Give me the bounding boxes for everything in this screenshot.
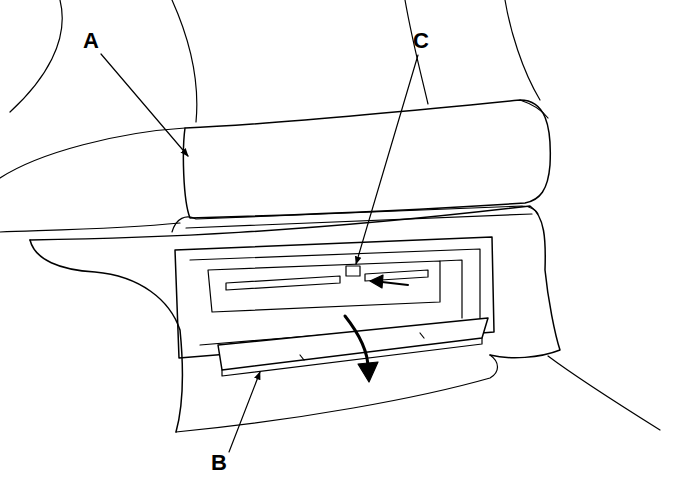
callout-letter: C	[413, 30, 429, 52]
callout-letter: B	[211, 452, 227, 474]
callout-letter: A	[83, 30, 99, 52]
